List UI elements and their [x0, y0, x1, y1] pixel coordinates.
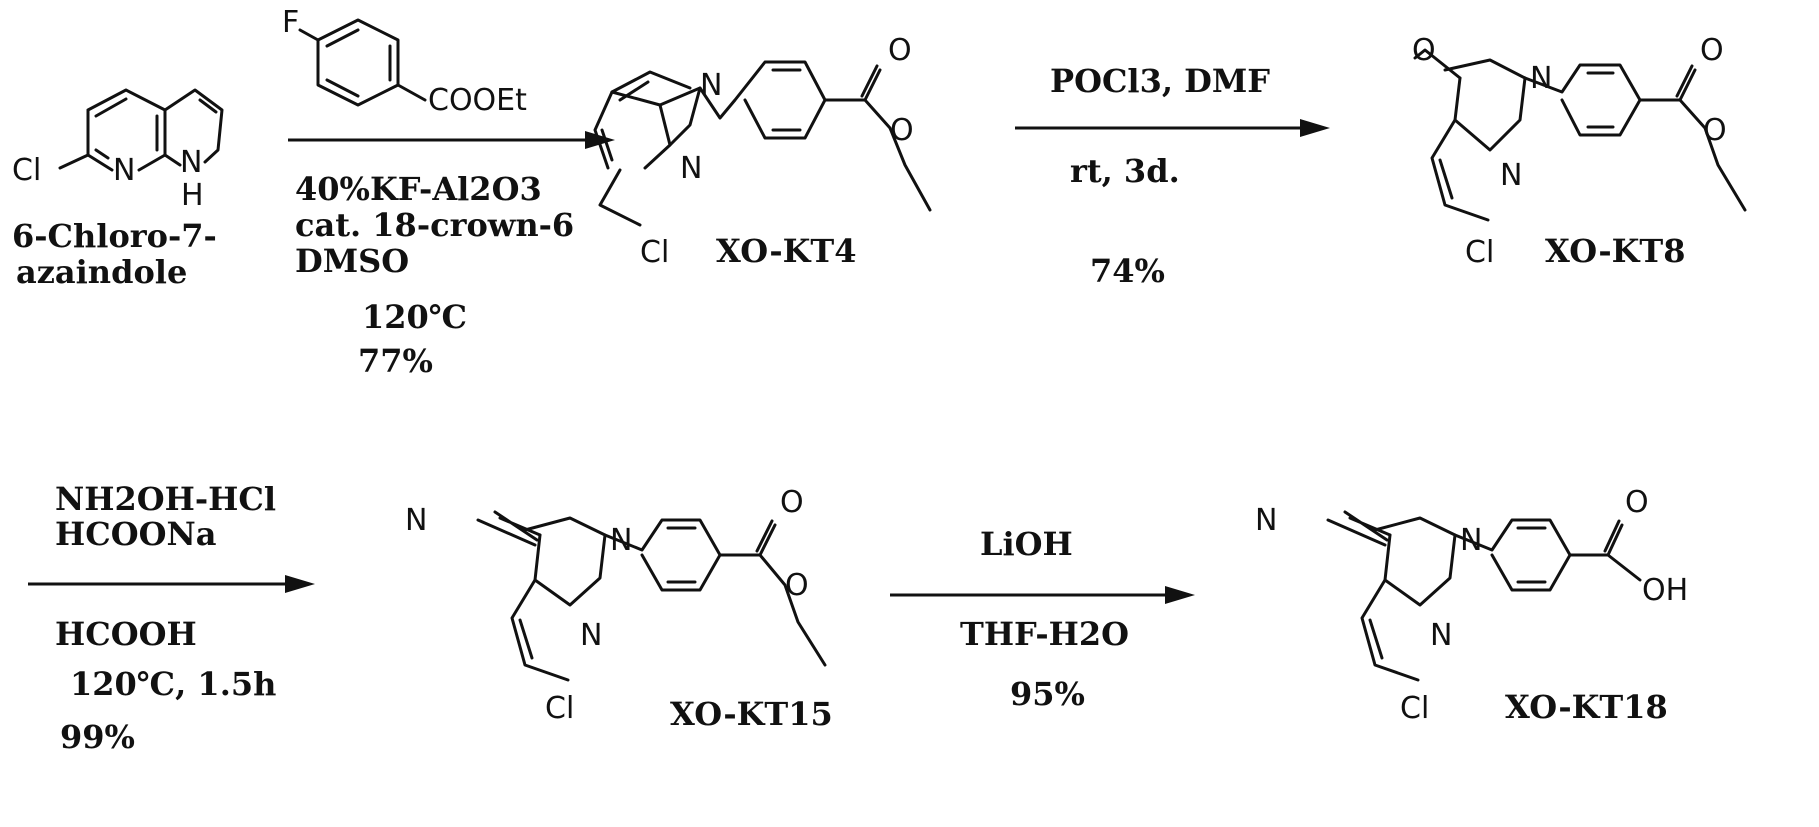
chlorine-atom-label: Cl	[640, 235, 669, 270]
ester-oxygen-label: O	[890, 113, 914, 148]
step3-reagent-1: NH2OH-HCl	[55, 480, 276, 518]
step1-condition-3: DMSO	[295, 242, 409, 280]
aldehyde-oxygen-label: O	[1412, 33, 1436, 68]
step2-reagents: POCl3, DMF	[1050, 62, 1270, 100]
nitrile-nitrogen-label: N	[405, 503, 427, 538]
step1-temperature: 120℃	[362, 298, 467, 336]
step3-reagent-2: HCOONa	[55, 515, 216, 553]
step4-arrow	[890, 586, 1195, 604]
compound-label-xo-kt4: XO-KT4	[716, 232, 856, 270]
ester-oxygen-label: O	[785, 568, 809, 603]
step2-arrow	[1015, 119, 1330, 137]
step2-yield: 74%	[1090, 252, 1165, 290]
step1-arrow	[288, 131, 615, 149]
step4-yield: 95%	[1010, 675, 1085, 713]
pyrrole-nitrogen-label: N	[180, 145, 202, 180]
pyridine-nitrogen-label: N	[1430, 618, 1452, 653]
step4-solvent: THF-H2O	[960, 615, 1129, 653]
pyrrole-hydrogen-label: H	[181, 178, 204, 213]
step3-yield: 99%	[60, 718, 135, 756]
indole-nitrogen-label: N	[610, 523, 632, 558]
step3-conditions: 120℃, 1.5h	[70, 665, 276, 703]
step2-conditions: rt, 3d.	[1070, 152, 1180, 190]
step1-yield: 77%	[358, 342, 433, 380]
xo-kt15-structure: N N N Cl O O	[405, 485, 825, 726]
indole-nitrogen-label: N	[700, 68, 722, 103]
ethyl-ester-group-label: COOEt	[428, 83, 527, 118]
indole-nitrogen-label: N	[1530, 61, 1552, 96]
compound-label-xo-kt8: XO-KT8	[1545, 232, 1685, 270]
carbonyl-oxygen-label: O	[1625, 485, 1649, 520]
starting-material-name-line2: azaindole	[16, 253, 187, 291]
hydroxyl-group-label: OH	[1642, 573, 1688, 608]
fluorine-atom-label: F	[282, 5, 299, 40]
step1-condition-1: 40%KF-Al2O3	[295, 170, 542, 208]
starting-material-name-line1: 6-Chloro-7-	[12, 217, 217, 255]
nitrile-nitrogen-label: N	[1255, 503, 1277, 538]
carbonyl-oxygen-label: O	[1700, 33, 1724, 68]
pyridine-nitrogen-label: N	[680, 151, 702, 186]
ester-oxygen-label: O	[1703, 113, 1727, 148]
step1-reagent-structure: F COOEt	[282, 5, 527, 118]
carbonyl-oxygen-label: O	[780, 485, 804, 520]
indole-nitrogen-label: N	[1460, 523, 1482, 558]
pyridine-nitrogen-label: N	[1500, 158, 1522, 193]
compound-label-xo-kt18: XO-KT18	[1505, 688, 1668, 726]
starting-material-structure: Cl N N H 6-Chloro-7- azaindole	[12, 90, 222, 291]
pyridine-nitrogen-label: N	[580, 618, 602, 653]
compound-label-xo-kt15: XO-KT15	[670, 695, 833, 733]
step1-condition-2: cat. 18-crown-6	[295, 206, 574, 244]
chlorine-atom-label: Cl	[1465, 235, 1494, 270]
chlorine-atom-label: Cl	[545, 691, 574, 726]
pyridine-nitrogen-label: N	[113, 153, 135, 188]
chlorine-atom-label: Cl	[1400, 691, 1429, 726]
step3-solvent: HCOOH	[55, 615, 197, 653]
step3-arrow	[28, 575, 315, 593]
carbonyl-oxygen-label: O	[888, 33, 912, 68]
chlorine-atom-label: Cl	[12, 153, 41, 188]
step4-reagent: LiOH	[980, 525, 1073, 563]
